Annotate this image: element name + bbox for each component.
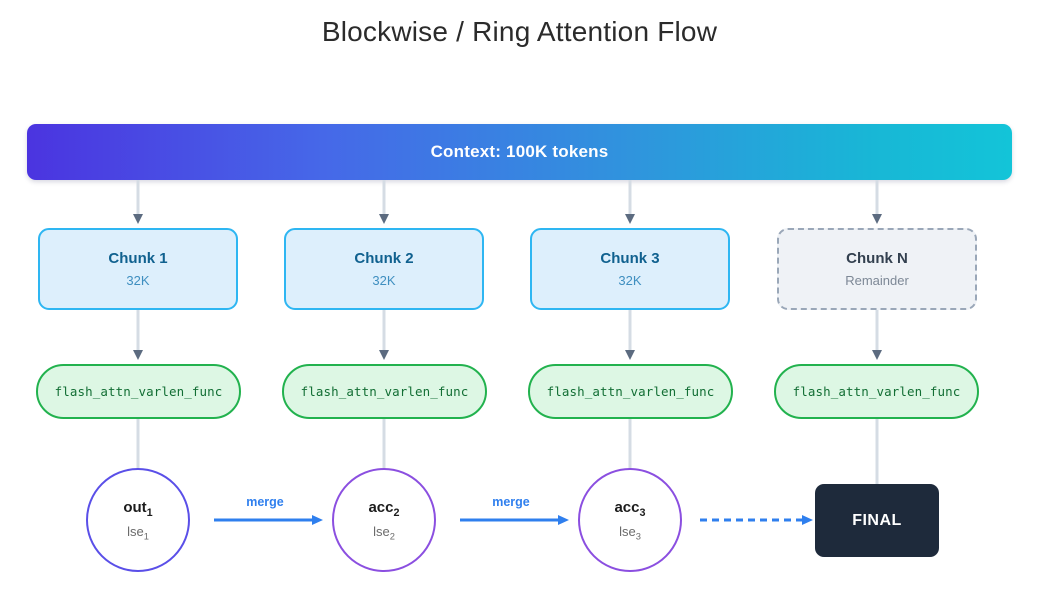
context-bar-label: Context: 100K tokens: [430, 142, 609, 161]
chunk-subtitle: 32K: [126, 273, 150, 288]
kernel-label: flash_attn_varlen_func: [546, 384, 715, 399]
kernel-label: flash_attn_varlen_func: [54, 384, 223, 399]
kernel-label: flash_attn_varlen_func: [792, 384, 961, 399]
accumulator-main: out1: [123, 498, 153, 519]
accumulator-lse: lse1: [127, 523, 149, 542]
chunk-box-1[interactable]: Chunk 1 32K: [38, 228, 238, 310]
chunk-title: Chunk N: [846, 250, 908, 267]
chunk-box-3[interactable]: Chunk 3 32K: [530, 228, 730, 310]
chunk-title: Chunk 1: [108, 250, 168, 267]
final-box[interactable]: FINAL: [815, 484, 939, 557]
accumulator-main: acc2: [368, 498, 400, 519]
accumulator-main: acc3: [614, 498, 646, 519]
chunk-subtitle: Remainder: [845, 273, 909, 288]
accumulator-lse: lse2: [373, 523, 395, 542]
final-label: FINAL: [852, 511, 902, 529]
edge-chunks-to-kernels: [133, 310, 882, 360]
accumulator-node-3[interactable]: acc3 lse3: [578, 468, 682, 572]
merge-label-1: merge: [246, 495, 284, 509]
kernel-box-3[interactable]: flash_attn_varlen_func: [528, 364, 733, 419]
merge-label-2: merge: [492, 495, 530, 509]
accumulator-node-1[interactable]: out1 lse1: [86, 468, 190, 572]
edge-kernels-to-nodes: [136, 419, 879, 484]
chunk-box-2[interactable]: Chunk 2 32K: [284, 228, 484, 310]
page-title: Blockwise / Ring Attention Flow: [321, 16, 718, 47]
edge-context-to-chunks: [133, 180, 882, 224]
kernel-box-2[interactable]: flash_attn_varlen_func: [282, 364, 487, 419]
context-bar: Context: 100K tokens: [27, 124, 1012, 180]
accumulator-lse: lse3: [619, 523, 641, 542]
kernel-box-n[interactable]: flash_attn_varlen_func: [774, 364, 979, 419]
chunk-title: Chunk 2: [354, 250, 414, 267]
kernel-label: flash_attn_varlen_func: [300, 384, 469, 399]
chunk-subtitle: 32K: [618, 273, 642, 288]
chunk-box-n[interactable]: Chunk N Remainder: [777, 228, 977, 310]
chunk-subtitle: 32K: [372, 273, 396, 288]
chunk-title: Chunk 3: [600, 250, 660, 267]
kernel-box-1[interactable]: flash_attn_varlen_func: [36, 364, 241, 419]
accumulator-node-2[interactable]: acc2 lse2: [332, 468, 436, 572]
